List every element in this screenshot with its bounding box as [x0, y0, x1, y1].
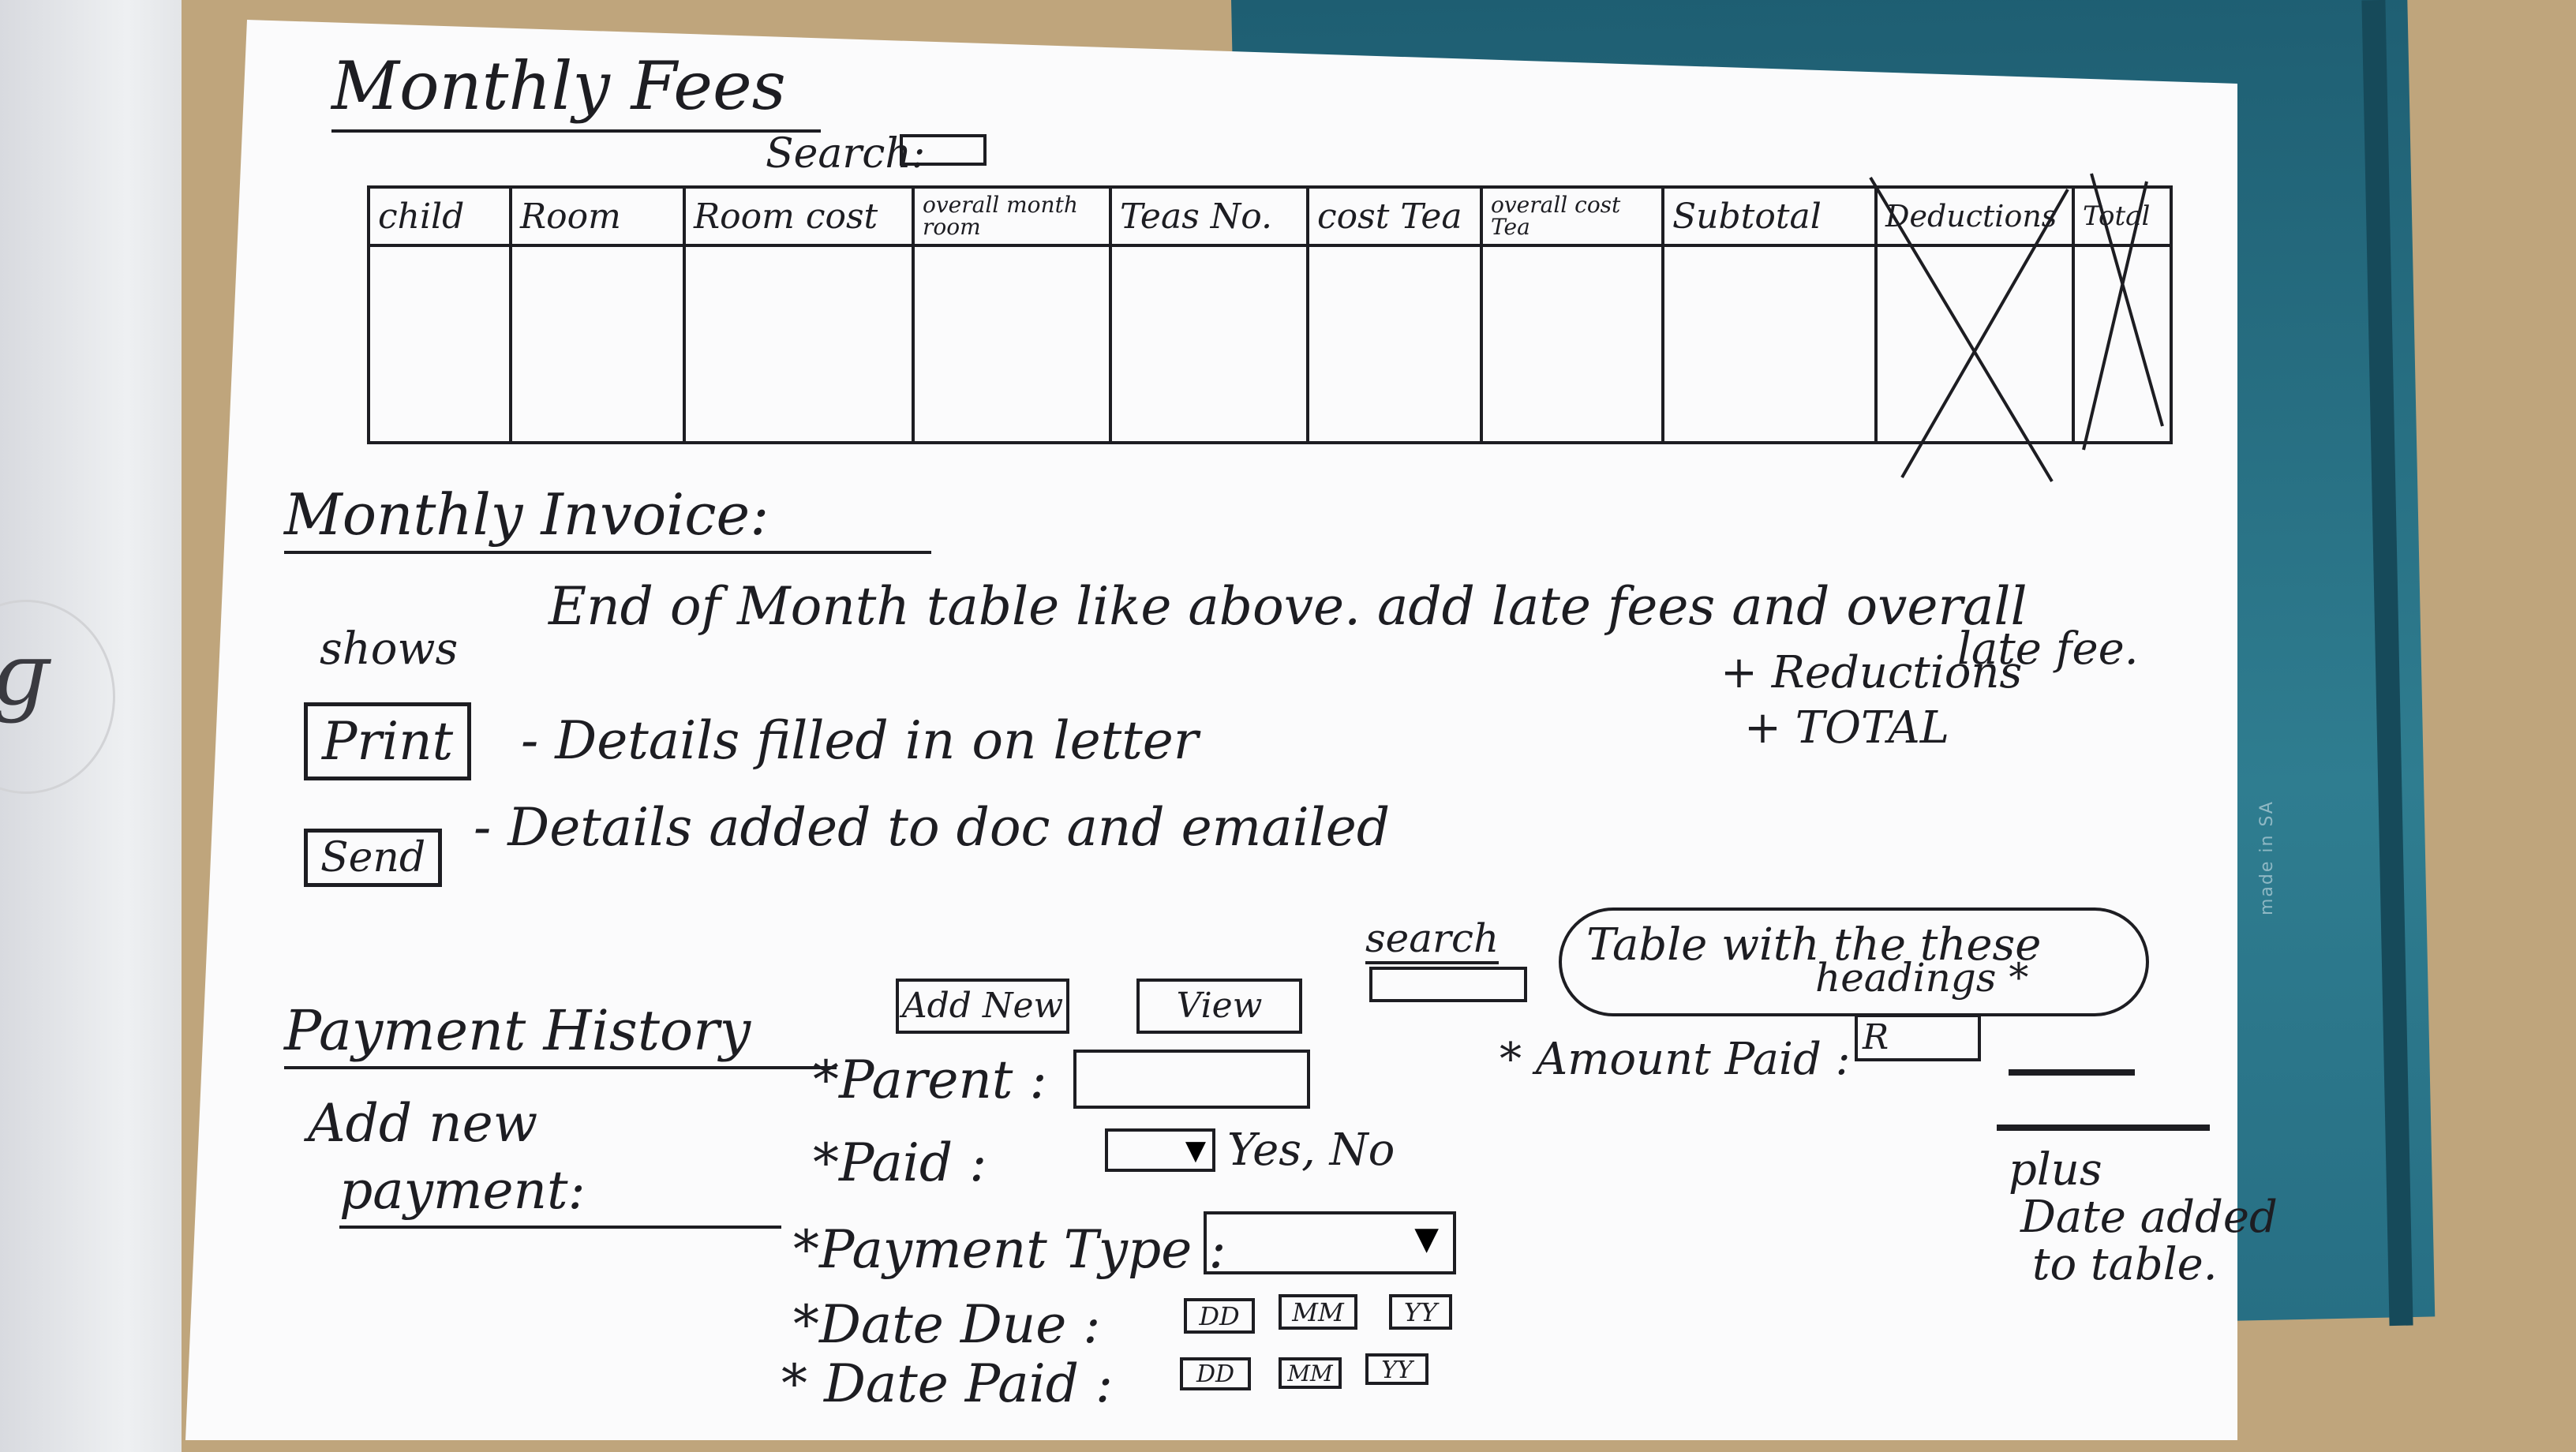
table-header-row: child Room Room cost overall month room …: [370, 189, 2170, 247]
table-cell: [370, 247, 512, 441]
date-due-mm[interactable]: MM: [1279, 1294, 1357, 1330]
payment-history-title: Payment History: [284, 998, 837, 1069]
table-cell: [1309, 247, 1483, 441]
plus-deductions-note: + Reductions: [1720, 647, 2023, 698]
date-due-yy[interactable]: YY: [1389, 1294, 1452, 1330]
payment-type-label: *Payment Type :: [793, 1219, 1226, 1280]
add-new-button[interactable]: Add New: [896, 979, 1069, 1034]
fees-search-input[interactable]: [900, 134, 987, 166]
side-note: plus: [2009, 1144, 2102, 1196]
column-header: overall month room: [915, 189, 1112, 244]
column-header: Teas No.: [1112, 189, 1309, 244]
table-cell: [1483, 247, 1664, 441]
print-description: - Details filled in on letter: [521, 710, 1199, 771]
add-new-payment-label: Add new: [308, 1093, 538, 1154]
table-cell: [512, 247, 686, 441]
view-button[interactable]: View: [1136, 979, 1302, 1034]
sketch-paper: [185, 20, 2237, 1440]
side-note-3: to table.: [2032, 1239, 2218, 1290]
paid-select[interactable]: ▼: [1105, 1128, 1215, 1172]
shows-label: shows: [320, 623, 459, 675]
table-cell: [1664, 247, 1878, 441]
date-paid-yy[interactable]: YY: [1365, 1353, 1428, 1385]
column-header: overall cost Tea: [1483, 189, 1664, 244]
parent-label: *Parent :: [813, 1050, 1047, 1110]
left-mark: ɡ: [0, 623, 47, 724]
table-cell: [915, 247, 1112, 441]
print-button[interactable]: Print: [304, 702, 472, 780]
cross-out-mark: [1869, 173, 2164, 483]
monthly-fees-table: child Room Room cost overall month room …: [367, 185, 2173, 444]
column-header: cost Tea: [1309, 189, 1483, 244]
add-new-payment-label-2: payment:: [339, 1160, 781, 1229]
monthly-invoice-title: Monthly Invoice:: [284, 481, 931, 554]
paid-options: Yes, No: [1227, 1125, 1395, 1176]
paid-label: *Paid :: [813, 1132, 987, 1193]
invoice-description: End of Month table like above. add late …: [549, 576, 2027, 637]
column-header: Room cost: [686, 189, 915, 244]
amount-paid-label: * Amount Paid :: [1500, 1034, 1851, 1085]
triangle-down-icon: ▼: [1414, 1221, 1439, 1257]
table-headings-note-text: Table with the these: [1586, 919, 2042, 971]
date-paid-label: * Date Paid :: [781, 1353, 1114, 1414]
send-description: - Details added to doc and emailed: [474, 797, 1391, 858]
table-cell: [1878, 247, 2075, 441]
date-due-label: *Date Due :: [793, 1294, 1101, 1355]
fees-search-label: Search:: [766, 130, 926, 178]
column-header: Room: [512, 189, 686, 244]
date-due-dd[interactable]: DD: [1184, 1298, 1255, 1334]
date-paid-mm[interactable]: MM: [1279, 1357, 1342, 1389]
invoice-description-cont: late fee.: [1957, 623, 2139, 675]
payment-type-select[interactable]: ▼: [1204, 1211, 1456, 1274]
scribble-mark: [1997, 1125, 2210, 1131]
triangle-down-icon: ▼: [1185, 1135, 1206, 1166]
scribble-mark: [2009, 1069, 2135, 1076]
table-body-row: [370, 247, 2170, 441]
parent-input[interactable]: [1073, 1050, 1310, 1109]
monthly-fees-title: Monthly Fees: [331, 47, 821, 133]
plus-total-note: + TOTAL: [1744, 702, 1949, 754]
date-paid-dd[interactable]: DD: [1180, 1357, 1251, 1390]
history-search-label: search: [1365, 915, 1500, 964]
table-headings-note: [1559, 908, 2149, 1016]
history-search-input[interactable]: [1369, 967, 1527, 1002]
column-header: Subtotal: [1664, 189, 1878, 244]
column-header: child: [370, 189, 512, 244]
table-cell: [1112, 247, 1309, 441]
binder-label: made in SA: [2257, 800, 2277, 915]
amount-paid-input[interactable]: R: [1855, 1014, 1981, 1061]
column-header-crossed: Deductions: [1878, 189, 2075, 244]
side-note-2: Date added: [2020, 1192, 2278, 1243]
table-cell: [686, 247, 915, 441]
table-headings-note-text-2: headings *: [1815, 955, 2029, 1001]
send-button[interactable]: Send: [304, 829, 443, 887]
